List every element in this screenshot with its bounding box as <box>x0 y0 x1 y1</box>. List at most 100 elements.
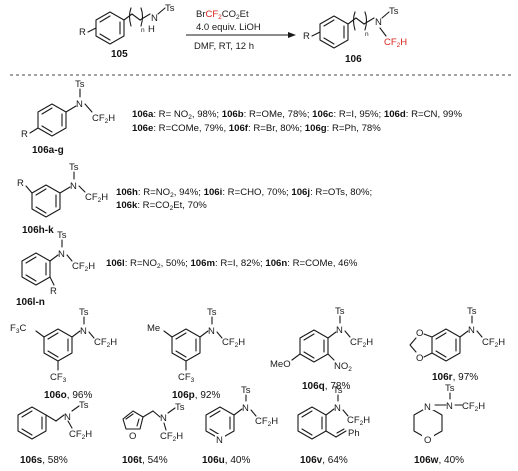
compound-106o-structure: F3C CF3 N Ts CF2H <box>10 307 117 384</box>
row2-nitrogen: N <box>70 181 77 192</box>
product-nitrogen: N <box>375 17 382 28</box>
listing-segment: 106i <box>204 187 223 198</box>
product-label: 106 <box>345 54 362 65</box>
compound-106w-caption: 106w, 40% <box>414 455 464 466</box>
compound-106p-ts: Ts <box>207 307 217 318</box>
compound-106t-nitrogen: N <box>160 413 167 424</box>
compound-106t-cf2h: CF2H <box>160 431 183 443</box>
row3-structure: R N Ts CF2H <box>21 230 95 297</box>
compound-106w-nitrogen: N <box>446 401 453 412</box>
row1-nitrogen: N <box>76 99 83 110</box>
listing-segment: 106g <box>305 123 327 134</box>
compound-106p-cf2h: CF2H <box>222 337 245 349</box>
row3-nitrogen: N <box>58 249 65 260</box>
compound-106r-nitrogen: N <box>468 325 475 336</box>
listing-segment: 106l <box>106 258 125 269</box>
compound-106u-caption: 106u, 40% <box>202 455 250 466</box>
row2-cf2h: CF2H <box>85 192 108 204</box>
row3-cf2h: CF2H <box>72 261 95 273</box>
row1-structure: R N Ts CF2H <box>21 79 115 140</box>
compound-106u-structure: N N Ts CF2H <box>205 385 278 446</box>
listing-segment: : R=NO <box>138 187 170 198</box>
compound-106u-ts: Ts <box>241 385 251 396</box>
compound-106t-structure: O N Ts CF2H <box>122 402 185 443</box>
compound-106t-ts: Ts <box>175 402 185 413</box>
listing-segment: 106n <box>265 258 287 269</box>
listing-segment: 106k <box>116 200 138 211</box>
compound-106p-caption: 106p, 92% <box>172 390 220 401</box>
compound-106w-ring-n: N <box>424 402 431 413</box>
compound-106q-ts: Ts <box>335 306 345 317</box>
listing-segment: : R=NO <box>125 258 157 269</box>
row1-r-group: R <box>21 129 28 140</box>
compound-106v-ts: Ts <box>333 385 343 396</box>
listing-segment: : R= NO <box>153 109 188 120</box>
compound-106r-ts: Ts <box>467 306 477 317</box>
compound-106p-structure: Me CF3 N Ts CF2H <box>147 307 245 384</box>
row1-ts: Ts <box>75 79 85 90</box>
compound-106s-structure: N Ts CF2H <box>17 400 92 441</box>
listing-segment: 2 <box>170 205 174 212</box>
reactant-r-group: R <box>79 27 86 38</box>
reactant-label: 105 <box>111 49 128 60</box>
row2-r-group: R <box>17 178 24 189</box>
compound-106p-me: Me <box>147 323 160 334</box>
listing-segment: 106d <box>384 109 406 120</box>
compound-106o-cf3-top: F3C <box>10 323 26 335</box>
compound-106r-structure: O O N Ts CF2H <box>409 306 505 364</box>
compound-106o-ts: Ts <box>79 307 89 318</box>
compound-106o-cf3-bottom: CF3 <box>50 372 67 384</box>
compound-106q-caption: 106q, 78% <box>302 381 350 392</box>
compound-106w-ts: Ts <box>445 383 455 394</box>
compound-106w-cf2h: CF2H <box>462 401 485 413</box>
compound-106s-caption: 106s, 58% <box>20 455 68 466</box>
compound-106v-caption: 106v, 64% <box>300 455 348 466</box>
compound-106v-structure: Ph N Ts CF2H <box>297 385 370 440</box>
row3-line1: 106l: R=NO2, 50%; 106m: R=I, 82%; 106n: … <box>106 258 358 270</box>
listing-segment: : R=CHO, 70%; <box>222 187 291 198</box>
compound-106q-nitrogen: N <box>336 325 343 336</box>
product-structure: R n N Ts CF2H <box>303 6 407 49</box>
compound-106t-caption: 106t, 54% <box>122 455 168 466</box>
product-n-index: n <box>365 31 369 38</box>
listing-segment: : R=OMe, 78%; <box>244 109 313 120</box>
compound-106r-o-top: O <box>416 328 423 339</box>
compound-106t-o: O <box>129 431 136 442</box>
compound-106q-structure: MeO NO2 N Ts CF2H <box>270 306 373 373</box>
product-ts: Ts <box>389 6 399 17</box>
listing-segment: 2 <box>157 263 161 270</box>
compound-106r-caption: 106r, 97% <box>432 372 478 383</box>
compound-106v-nitrogen: N <box>334 403 341 414</box>
listing-segment: , 98%; <box>192 109 222 120</box>
listing-segment: : R=OTs, 80%; <box>310 187 372 198</box>
product-r-group: R <box>303 31 310 42</box>
listing-segment: 106h <box>116 187 138 198</box>
row3-ts: Ts <box>57 230 67 241</box>
compound-106p-nitrogen: N <box>208 326 215 337</box>
row1-compound-label: 106a-g <box>32 145 64 156</box>
reagent-formula: BrCF2CO2Et <box>196 9 249 21</box>
compound-106v-ph: Ph <box>348 428 360 439</box>
row2-ts: Ts <box>69 162 79 173</box>
listing-segment: : R=I, 95%; <box>334 109 384 120</box>
reaction-scheme: R n N H Ts 105 BrCF2CO2Et 4.0 equiv. LiO… <box>79 3 407 65</box>
row2-structure: R N Ts CF2H <box>17 162 108 218</box>
listing-segment: : R=Ph, 78% <box>327 123 382 134</box>
listing-segment: : R=I, 82%; <box>215 258 265 269</box>
product-cf2h: CF2H <box>384 37 407 49</box>
reactant-n-index: n <box>141 27 145 34</box>
reactant-structure: R n N H Ts <box>79 3 175 45</box>
compound-106s-nitrogen: N <box>64 412 71 423</box>
compound-106q-cf2h: CF2H <box>350 337 373 349</box>
listing-segment: 106c <box>312 109 334 120</box>
compound-106o-cf2h: CF2H <box>94 337 117 349</box>
listing-segment: 106e <box>132 123 153 134</box>
row1-cf2h: CF2H <box>92 113 115 125</box>
listing-segment: 106j <box>291 187 310 198</box>
compound-106p-cf3: CF3 <box>178 372 195 384</box>
listing-segment: : R=CO <box>137 200 169 211</box>
row2-compound-label: 106h-k <box>22 225 54 236</box>
compound-106o-caption: 106o, 96% <box>44 390 92 401</box>
compound-106w-structure: O N N Ts CF2H <box>413 383 485 446</box>
